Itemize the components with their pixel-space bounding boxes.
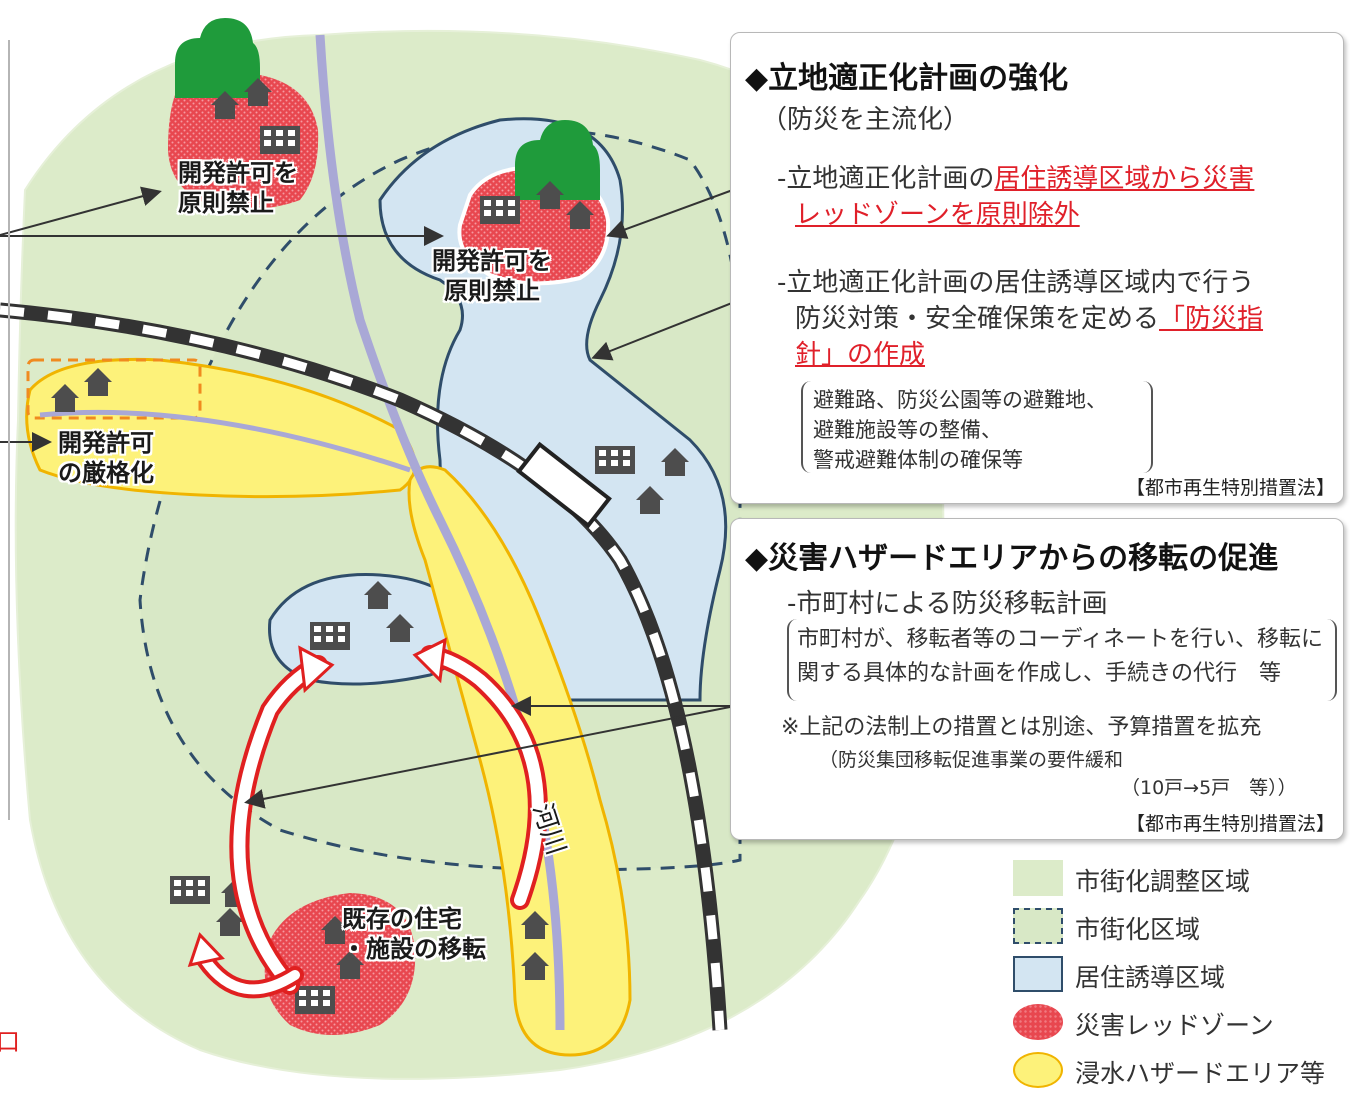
- ban-label-center: 開発許可を原則禁止: [432, 247, 552, 305]
- examples-list: 避難路、防災公園等の避難地、避難施設等の整備、警戒避難体制の確保等: [813, 388, 1107, 472]
- disaster-red-zone-swatch: [1013, 1004, 1063, 1040]
- building-icon: [295, 986, 335, 1014]
- budget-note: ※上記の法制上の措置とは別途、予算措置を拡充: [781, 715, 1262, 740]
- building-icon: [170, 876, 210, 904]
- edge-mark: 口: [0, 1028, 20, 1056]
- pointer-arrow: [244, 705, 736, 809]
- flood-hazard-area-swatch: [1013, 1052, 1063, 1088]
- relocation-item-1: -市町村による防災移転計画: [787, 589, 1108, 619]
- relocation-detail: 市町村が、移転者等のコーディネートを行い、移転に関する具体的な計画を作成し、手続…: [797, 627, 1324, 686]
- river-branch: [39, 409, 411, 473]
- legend-item: 浸水ハザードエリア等: [1013, 1050, 1343, 1094]
- legend-item: 居住誘導区域: [1013, 954, 1343, 998]
- relocation-label: 既存の住宅・施設の移転: [342, 905, 486, 963]
- legend-item: 災害レッドゾーン: [1013, 1002, 1343, 1046]
- panel-subtitle: （防災を主流化）: [761, 105, 970, 135]
- relocation-panel: ◆災害ハザードエリアからの移転の促進 -市町村による防災移転計画 市町村が、移転…: [730, 518, 1344, 840]
- panel-title: ◆災害ハザードエリアからの移転の促進: [745, 541, 1279, 576]
- strict-area-highlight: [26, 358, 202, 420]
- plan-item-2: -立地適正化計画の居住誘導区域内で行う 防災対策・安全確保策を定める「防災指 針…: [777, 268, 1264, 370]
- building-icon: [595, 446, 635, 474]
- urbanization-control-area-swatch: [1013, 860, 1063, 896]
- legend-item: 市街化区域: [1013, 906, 1343, 950]
- forest-icon: [175, 18, 260, 98]
- plan-item-1: -立地適正化計画の居住誘導区域から災害 レッドゾーンを原則除外: [777, 164, 1255, 230]
- residential-inducement-area-swatch: [1013, 956, 1063, 992]
- panel-title: ◆立地適正化計画の強化: [745, 61, 1069, 96]
- building-icon: [260, 126, 300, 154]
- station: [516, 441, 612, 529]
- strict-label: 開発許可の厳格化: [58, 429, 154, 487]
- building-icon: [310, 622, 350, 650]
- river: [315, 34, 565, 1031]
- location-plan-panel: ◆立地適正化計画の強化 （防災を主流化） -立地適正化計画の居住誘導区域から災害…: [730, 32, 1344, 504]
- law-citation: 【都市再生特別措置法】: [1125, 813, 1335, 835]
- budget-note-detail: （10戸→5戸 等））: [1121, 777, 1297, 799]
- urbanization-area-swatch: [1013, 908, 1063, 944]
- red-zone-top-left: [168, 74, 319, 209]
- law-citation: 【都市再生特別措置法】: [1125, 477, 1335, 499]
- budget-note-detail: （防災集団移転促進事業の要件緩和: [819, 749, 1124, 771]
- detail-bracket: [787, 619, 1337, 701]
- residential-area-main: [378, 117, 728, 702]
- building-icon: [480, 196, 520, 224]
- pointer-arrow: [0, 186, 162, 236]
- legend-item: 市街化調整区域: [1013, 858, 1343, 902]
- ban-label-top-left: 開発許可を原則禁止: [178, 159, 298, 217]
- examples-bracket: [801, 381, 1153, 473]
